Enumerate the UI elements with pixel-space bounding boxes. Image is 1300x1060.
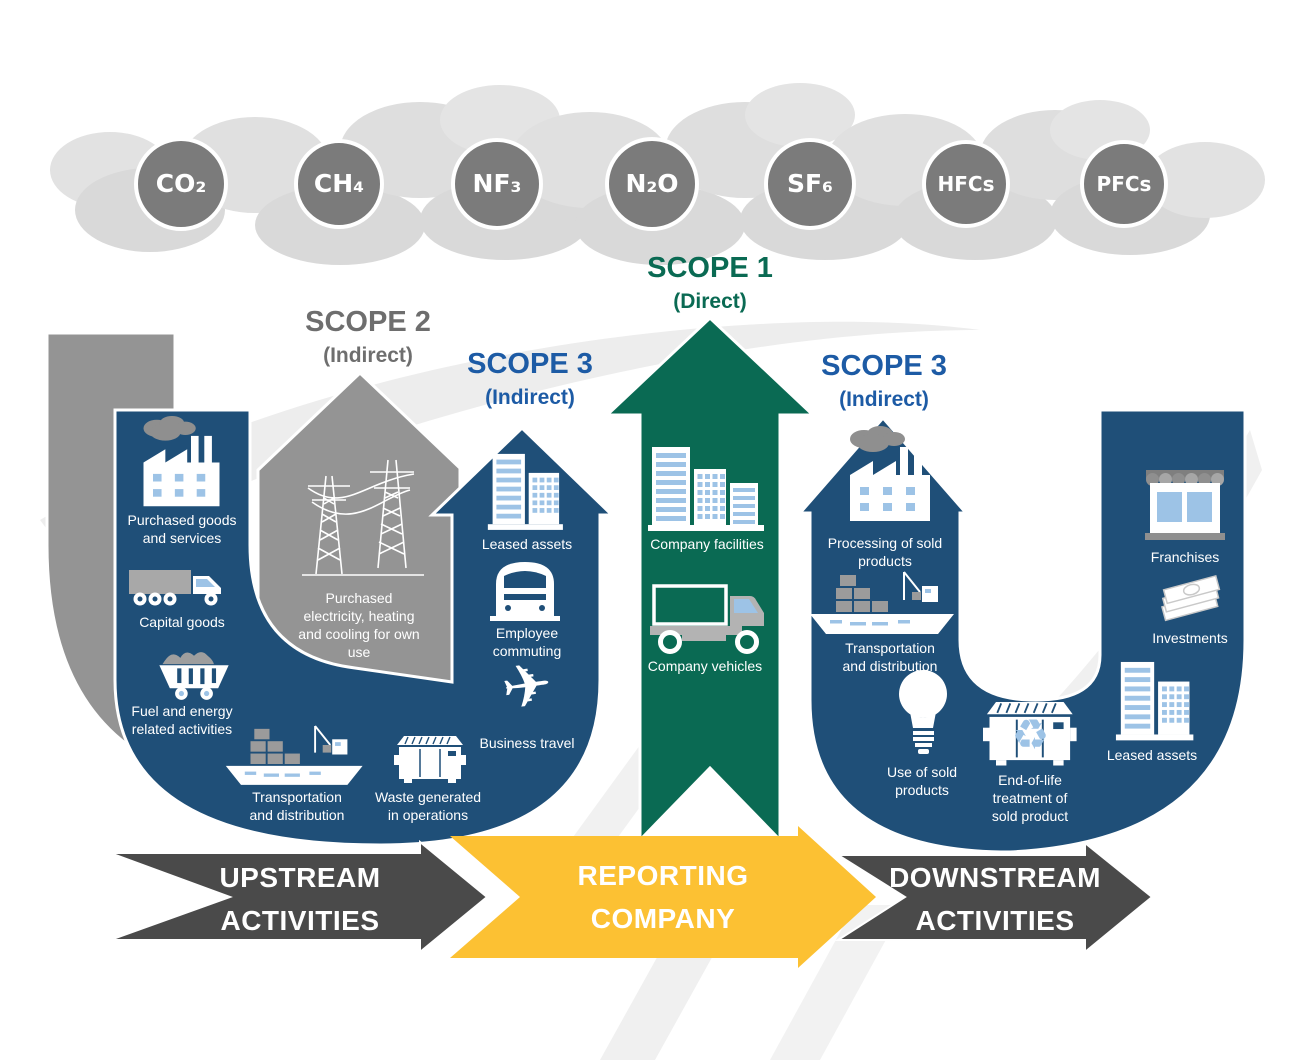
downstream-arrow — [834, 840, 1154, 955]
company-vehicles-label: Company vehicles — [647, 658, 763, 674]
downstream-activities-label: DOWNSTREAM ACTIVITIES — [889, 862, 1101, 937]
scope2-title: SCOPE 2 — [305, 306, 431, 338]
leased-assets-upstream-label: Leased assets — [481, 536, 573, 552]
upstream-activities-label: UPSTREAM ACTIVITIES — [219, 862, 381, 937]
gas-circle-co2 — [134, 137, 228, 231]
upstream-arrow — [109, 839, 489, 955]
gas-label-nf3: NF₃ — [472, 169, 522, 198]
mine-cart-icon — [159, 652, 229, 700]
scope3-upstream-title: SCOPE 3 — [467, 348, 593, 380]
truck-icon — [129, 570, 221, 606]
scope2-subtitle: (Indirect) — [323, 344, 413, 367]
gas-label-hfcs: HFCs — [937, 172, 995, 196]
box-truck-icon — [650, 584, 764, 654]
train-icon — [490, 562, 560, 621]
scope3-upstream-arrow-shape — [113, 408, 616, 847]
gas-label-sf6: SF₆ — [786, 169, 834, 198]
waste-label: Waste generated in operations — [374, 789, 482, 823]
gas-circle-n2o — [605, 137, 699, 231]
recycle-icon: ♻ — [1011, 710, 1050, 759]
business-travel-label: Business travel — [479, 735, 575, 751]
investments-label: Investments — [1152, 630, 1228, 646]
processing-factory-icon — [850, 426, 930, 521]
processing-label: Processing of sold products — [827, 535, 943, 569]
company-facilities-label: Company facilities — [650, 536, 764, 552]
scope1-subtitle: (Direct) — [673, 290, 747, 313]
purchased-electricity-label: Purchased electricity, heating and cooli… — [298, 590, 420, 660]
power-lines-icon — [302, 459, 424, 576]
transport-upstream-label: Transportation and distribution — [249, 789, 345, 823]
gas-label-co2: CO₂ — [155, 169, 207, 198]
scope3-upstream-subtitle: (Indirect) — [485, 386, 575, 409]
employee-commuting-label: Employee commuting — [492, 625, 562, 659]
purchased-goods-label: Purchased goods and services — [127, 512, 237, 546]
franchises-label: Franchises — [1150, 549, 1220, 565]
use-of-sold-label: Use of sold products — [886, 764, 958, 798]
scope3-downstream-title: SCOPE 3 — [821, 350, 947, 382]
banknotes-icon — [1161, 574, 1221, 622]
transport-downstream-label: Transportation and distribution — [842, 640, 938, 674]
gas-label-n2o: N₂O — [625, 169, 679, 198]
gas-circle-hfcs — [922, 140, 1010, 228]
gas-circle-sf6 — [764, 138, 856, 230]
end-of-life-label: End-of-life treatment of sold product — [991, 772, 1069, 824]
scope1-title: SCOPE 1 — [647, 252, 773, 284]
leased-assets-downstream-label: Leased assets — [1106, 747, 1198, 763]
reporting-arrow — [450, 826, 876, 968]
scope3-downstream-subtitle: (Indirect) — [839, 388, 929, 411]
capital-goods-label: Capital goods — [139, 614, 225, 630]
gas-circle-pfcs — [1080, 140, 1168, 228]
gas-circle-ch4 — [294, 139, 384, 229]
lightbulb-icon — [899, 670, 947, 754]
city-buildings-icon — [648, 447, 764, 531]
storefront-icon — [1145, 470, 1225, 540]
gas-label-pfcs: PFCs — [1096, 172, 1152, 196]
fuel-energy-label: Fuel and energy related activities — [131, 703, 233, 737]
reporting-company-label: REPORTING COMPANY — [577, 860, 749, 935]
gas-circle-nf3 — [451, 138, 543, 230]
gas-label-ch4: CH₄ — [313, 169, 365, 198]
